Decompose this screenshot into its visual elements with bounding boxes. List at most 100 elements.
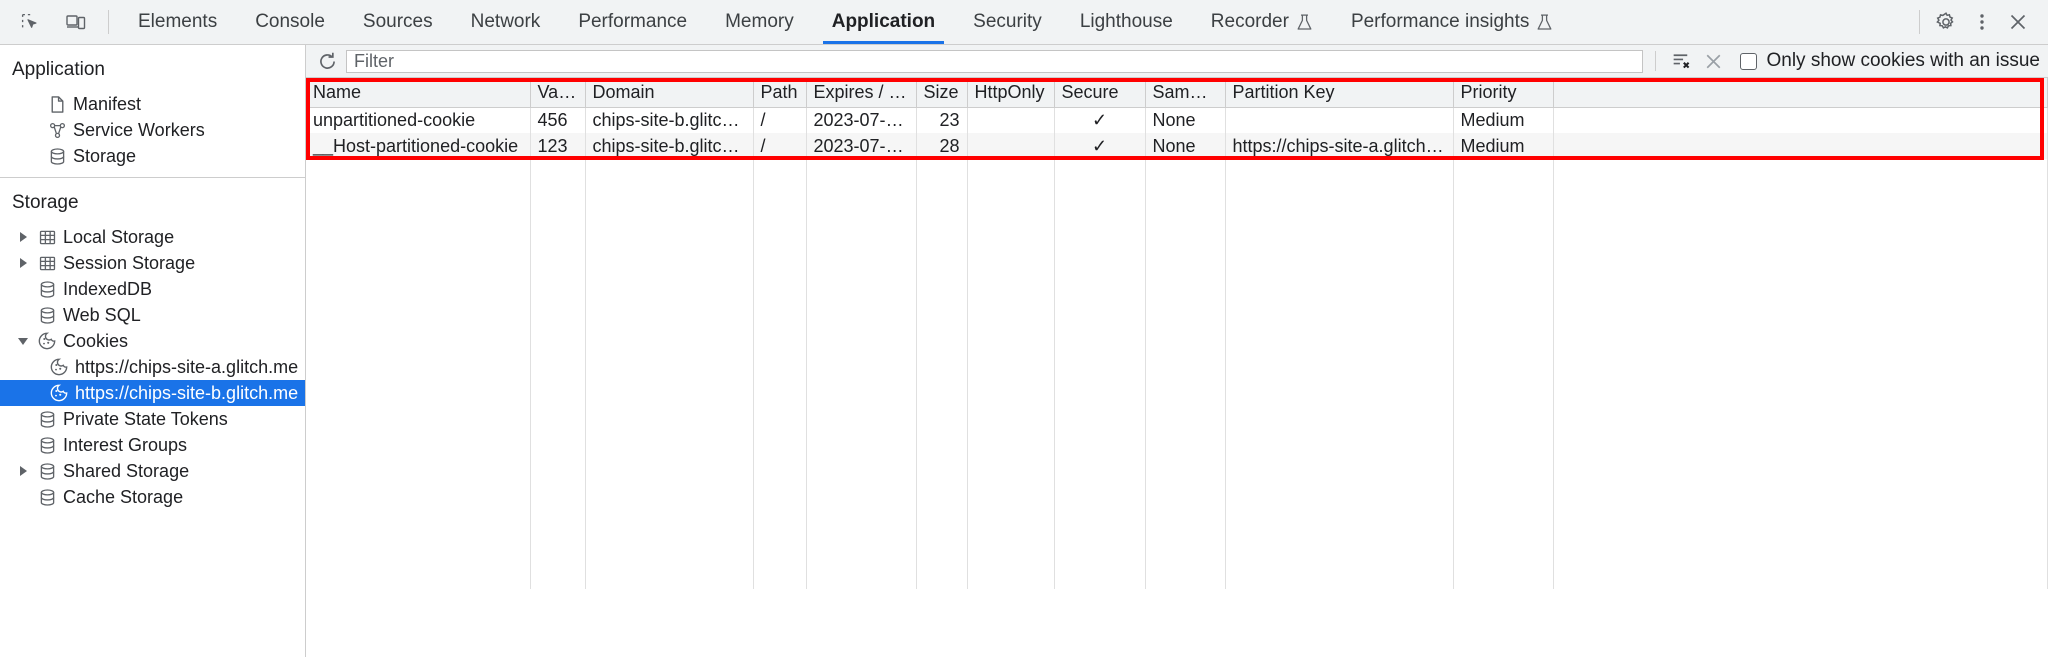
refresh-icon[interactable]	[314, 48, 340, 74]
tab-label: Performance insights	[1350, 11, 1530, 32]
tab-recorder[interactable]: Recorder	[1192, 0, 1332, 44]
table-row[interactable]: __Host-partitioned-cookie 123 chips-site…	[306, 133, 2048, 159]
gear-icon[interactable]	[1930, 6, 1962, 38]
sidebar-item-label: Session Storage	[63, 252, 196, 273]
database-icon	[34, 410, 60, 429]
sidebar-item-cookie-origin-b[interactable]: https://chips-site-b.glitch.me	[0, 380, 305, 406]
sidebar-item-manifest[interactable]: Manifest	[0, 91, 305, 117]
sidebar-item-local-storage[interactable]: Local Storage	[0, 224, 305, 250]
table-row[interactable]: unpartitioned-cookie 456 chips-site-b.gl…	[306, 107, 2048, 133]
tab-network[interactable]: Network	[452, 0, 560, 44]
cookies-filter-toolbar: Only show cookies with an issue	[306, 45, 2048, 78]
database-icon	[44, 147, 70, 166]
close-icon[interactable]	[2002, 6, 2034, 38]
table-empty-filler	[306, 159, 2048, 589]
sidebar-item-cookie-origin-a[interactable]: https://chips-site-a.glitch.me	[0, 354, 305, 380]
tab-sources[interactable]: Sources	[344, 0, 452, 44]
tab-label: Network	[470, 11, 541, 32]
checkbox-box[interactable]	[1740, 52, 1758, 70]
toolbar-divider	[108, 10, 109, 34]
tab-security[interactable]: Security	[954, 0, 1061, 44]
chevron-right-icon[interactable]	[12, 466, 34, 476]
cell-spacer	[1553, 133, 2048, 159]
column-header-priority[interactable]: Priority	[1453, 78, 1554, 108]
column-header-size[interactable]: Size	[916, 78, 968, 108]
cell-secure: ✓	[1054, 133, 1146, 159]
filler-cell	[967, 159, 1055, 589]
column-header-path[interactable]: Path	[753, 78, 807, 108]
chevron-right-icon[interactable]	[12, 232, 34, 242]
table-icon	[34, 254, 60, 273]
cell-path: /	[753, 107, 807, 133]
sidebar-item-cookies[interactable]: Cookies	[0, 328, 305, 354]
filler-cell	[1225, 159, 1454, 589]
tab-lighthouse[interactable]: Lighthouse	[1061, 0, 1192, 44]
cell-samesite: None	[1145, 133, 1226, 159]
tab-label: Security	[973, 11, 1042, 32]
sidebar-item-label: Service Workers	[73, 119, 205, 140]
sidebar-item-web-sql[interactable]: Web SQL	[0, 302, 305, 328]
tab-label: Console	[255, 11, 325, 32]
cookies-panel: Only show cookies with an issue Name	[306, 45, 2048, 657]
only-show-issues-checkbox[interactable]: Only show cookies with an issue	[1740, 50, 2040, 72]
sidebar-item-storage[interactable]: Storage	[0, 143, 305, 169]
column-header-value[interactable]: Value	[530, 78, 586, 108]
devtools-tabbar: Elements Console Sources Network Perform…	[0, 0, 2048, 45]
column-header-partition-key[interactable]: Partition Key	[1225, 78, 1454, 108]
sidebar-item-label: Local Storage	[63, 226, 175, 247]
tab-elements[interactable]: Elements	[119, 0, 236, 44]
sidebar-item-session-storage[interactable]: Session Storage	[0, 250, 305, 276]
cookies-table-body: unpartitioned-cookie 456 chips-site-b.gl…	[306, 107, 2048, 589]
cell-expires: 2023-07-07…	[806, 107, 917, 133]
toolbar-divider-right	[1919, 10, 1920, 34]
clear-filtered-icon[interactable]	[1668, 48, 1694, 74]
kebab-menu-icon[interactable]	[1966, 6, 1998, 38]
sidebar-item-label: Manifest	[73, 93, 142, 114]
cell-domain: chips-site-b.glitch.me	[585, 133, 754, 159]
sidebar-item-interest-groups[interactable]: Interest Groups	[0, 432, 305, 458]
cookie-icon	[46, 383, 72, 403]
cell-size: 28	[916, 133, 968, 159]
column-header-name[interactable]: Name	[306, 78, 531, 108]
chevron-right-icon[interactable]	[12, 258, 34, 268]
chevron-down-icon[interactable]	[12, 337, 34, 345]
column-header-expires[interactable]: Expires / M…	[806, 78, 917, 108]
sidebar-item-indexeddb[interactable]: IndexedDB	[0, 276, 305, 302]
filler-cell	[1453, 159, 1554, 589]
device-toolbar-icon[interactable]	[60, 6, 92, 38]
column-header-spacer	[1553, 78, 2048, 108]
cell-path: /	[753, 133, 807, 159]
column-header-domain[interactable]: Domain	[585, 78, 754, 108]
tab-performance-insights[interactable]: Performance insights	[1332, 0, 1572, 44]
filter-input[interactable]	[346, 49, 1644, 73]
tab-application[interactable]: Application	[813, 0, 954, 44]
filler-cell	[530, 159, 586, 589]
application-sidebar: Application Manifest	[0, 45, 306, 657]
sidebar-item-label: Private State Tokens	[63, 408, 228, 429]
sidebar-item-service-workers[interactable]: Service Workers	[0, 117, 305, 143]
cell-name: unpartitioned-cookie	[306, 107, 531, 133]
tab-label: Performance	[578, 11, 688, 32]
sidebar-item-cache-storage[interactable]: Cache Storage	[0, 484, 305, 510]
column-header-samesite[interactable]: SameSite	[1145, 78, 1226, 108]
inspect-element-icon[interactable]	[14, 6, 46, 38]
column-header-secure[interactable]: Secure	[1054, 78, 1146, 108]
clear-x-icon[interactable]	[1700, 48, 1726, 74]
checkbox-label: Only show cookies with an issue	[1766, 50, 2040, 71]
tab-console[interactable]: Console	[236, 0, 344, 44]
tab-performance[interactable]: Performance	[559, 0, 706, 44]
storage-section-title: Storage	[12, 192, 79, 213]
sidebar-item-shared-storage[interactable]: Shared Storage	[0, 458, 305, 484]
sidebar-item-private-state-tokens[interactable]: Private State Tokens	[0, 406, 305, 432]
filler-cell	[806, 159, 917, 589]
application-section: Application Manifest	[0, 45, 305, 178]
cell-name: __Host-partitioned-cookie	[306, 133, 531, 159]
database-icon	[34, 436, 60, 455]
column-header-httponly[interactable]: HttpOnly	[967, 78, 1055, 108]
cell-value: 456	[530, 107, 586, 133]
filler-cell	[306, 159, 531, 589]
experiment-flask-icon	[1296, 13, 1313, 32]
tab-memory[interactable]: Memory	[706, 0, 813, 44]
cookie-icon	[46, 357, 72, 377]
